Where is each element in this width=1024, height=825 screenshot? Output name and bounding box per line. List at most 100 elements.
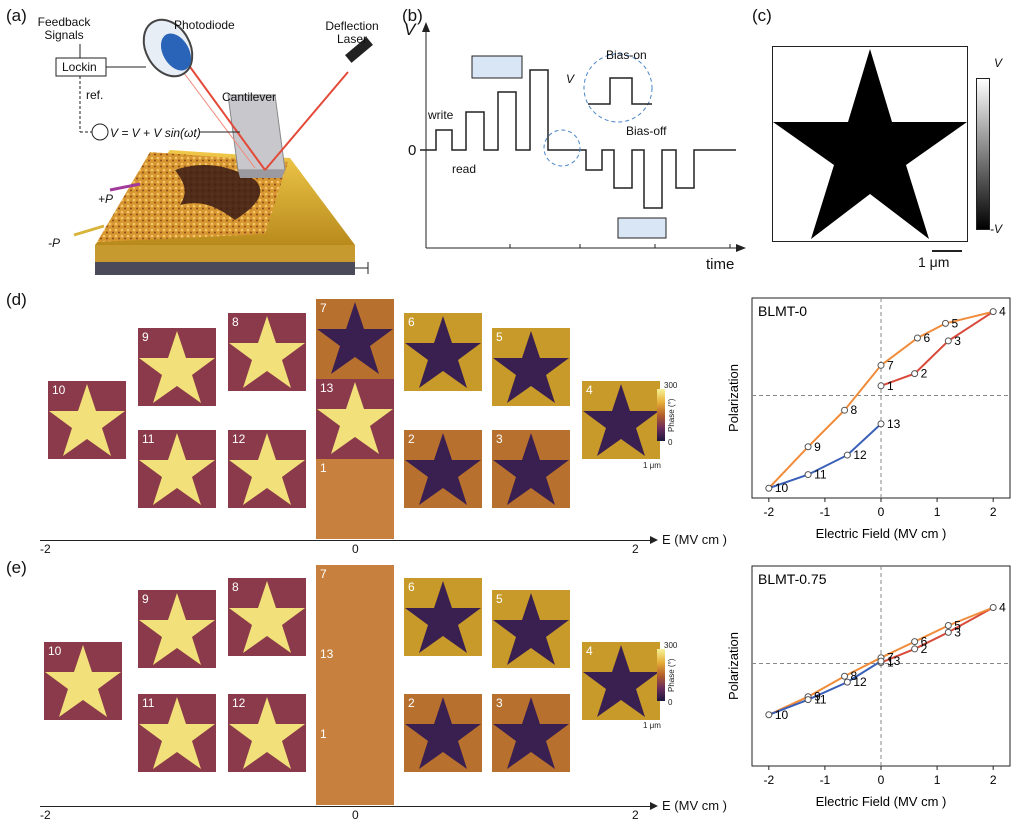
e-tile-5-label: 5 [496,592,503,606]
bias-detail-waveform [588,77,652,105]
d-tile-7: 7 [316,299,394,379]
e-tile-12-label: 12 [232,696,246,710]
e-tile-10-label: 10 [48,644,62,658]
voltage-source-icon [91,123,109,141]
point-label-9: 9 [814,440,821,454]
d-tile-4-star [583,384,659,456]
d-tile-2-star [405,433,481,505]
d-tile-4-label: 4 [586,383,593,397]
e-tile-6-star [405,581,481,653]
d-tile-10-label: 10 [52,383,66,397]
scale-label-e: 1 μm [643,721,661,730]
e-tile-8-star [229,581,305,653]
y-axis-label: Polarization [726,364,741,432]
e-axis-d-right: 2 [632,542,639,556]
vtip-min-label: -V [990,222,1002,236]
e-tile-13-bg [316,645,394,725]
pfm-setup-diagram [55,18,373,275]
point-4 [989,603,997,611]
e-axis-e-label: E (MV cm ) [662,798,727,813]
laser-beam-out [184,59,266,171]
write-label: write [428,108,454,122]
e-tile-8: 8 [228,578,306,656]
deflection-laser-label: Deflection Laser [325,19,379,46]
d-tile-6: 6 [404,313,482,391]
point-11 [804,471,812,479]
e-tile-6-label: 6 [408,580,415,594]
x-tick-label: 0 [878,505,885,519]
colorbar-label-d: Phase (°) [667,398,676,432]
d-tile-1-bg [316,459,394,539]
d-tile-11: 11 [138,430,216,508]
panel-a-label: (a) [6,6,27,25]
point-label-10: 10 [775,481,789,495]
time-axis-arrow [736,244,746,252]
point-label-9: 9 [814,690,821,704]
deflection-laser-icon [345,37,373,63]
point-8 [841,406,849,414]
e-tile-1-bg [316,725,394,805]
d-tile-8-label: 8 [232,315,239,329]
series-0 [880,310,994,387]
zoom-circle-large [583,53,653,123]
e-axis-e [40,806,650,807]
d-tile-6-label: 6 [408,315,415,329]
d-tile-9: 9 [138,328,216,406]
phase-colorbar-d [657,389,665,441]
e-axis-e-arrow [650,802,658,810]
d-tile-5-label: 5 [496,330,503,344]
laser-beam-in [264,71,349,171]
point-label-5: 5 [952,316,959,330]
e-tile-5: 5 [492,590,570,668]
x-axis-label: Electric Field (MV cm ) [816,526,947,541]
e-tile-9: 9 [138,590,216,668]
down-domain-icon [617,217,667,239]
point-label-11: 11 [814,693,827,707]
scale-label-c: 1 μm [918,254,950,270]
point-5 [942,319,949,327]
x-axis-label: Electric Field (MV cm ) [816,794,947,809]
x-tick-label: 1 [934,773,941,787]
d-tile-11-label: 11 [142,432,155,446]
substrate-base [95,262,355,275]
e-tile-11: 11 [138,694,216,772]
panel-b-label: (b) [402,6,423,25]
up-domain-icon [471,55,523,79]
ref-label: ref. [86,88,104,102]
d-tile-6-star [405,316,481,388]
v-axis-label: V [404,20,416,39]
star-write-pattern [773,49,967,239]
d-tile-13-label: 13 [320,381,334,395]
x-tick-label: -2 [763,505,774,519]
d-tile-10-star [49,384,125,456]
photodiode-label: Photodiode [174,18,235,32]
colorbar-label-e: Phase (°) [667,658,676,692]
e-tile-10-star [45,645,121,717]
point-1 [877,382,885,390]
point-7 [877,361,885,369]
cantilever-label: Cantilever [222,90,277,104]
grayscale-colorbar [976,78,990,230]
series-2 [768,423,882,490]
star-shape [773,49,967,239]
phase-colorbar-e [657,649,665,701]
panel-e-label: (e) [6,558,27,577]
e-tile-6: 6 [404,578,482,656]
minus-p-label: -P [48,236,60,250]
bias-off-label: Bias-off [626,124,667,138]
e-axis-e-mid: 0 [352,808,359,822]
x-tick-label: -1 [820,505,831,519]
laser-beam-out-2 [177,64,256,169]
e-tile-7-bg [316,565,394,645]
point-9 [804,443,812,451]
read-label: read [452,162,477,176]
time-axis-label: time [706,256,735,273]
e-tile-13: 13 [316,645,394,725]
e-tile-3-star [493,697,569,769]
e-tile-12: 12 [228,694,306,772]
chart-title: BLMT-0.75 [758,571,827,587]
point-6 [911,638,919,646]
panel-b-pulse-diagram: V time 0 write read Bias-on Bias-off V [400,0,750,285]
dark-domain [175,165,261,220]
point-5 [944,622,952,630]
